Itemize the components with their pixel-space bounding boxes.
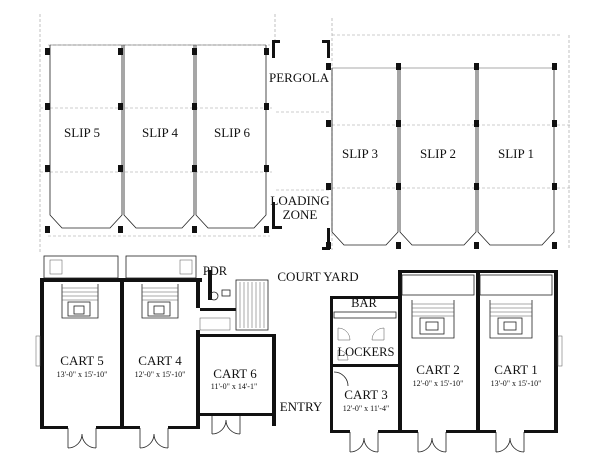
slip-1-outline: [477, 68, 555, 246]
slip-labels: SLIP 5 SLIP 4 SLIP 6 SLIP 3 SLIP 2 SLIP …: [64, 125, 534, 161]
cart-label: CART 4: [138, 353, 182, 368]
cart-label: CART 1: [494, 362, 537, 377]
lockers-label: LOCKERS: [338, 345, 395, 359]
left-building: [35, 255, 276, 449]
cart-size: 12'-0" x 15'-10": [413, 379, 464, 388]
court-yard-label: COURT YARD: [277, 269, 358, 284]
cart-size: 13'-0" x 15'-10": [491, 379, 542, 388]
slip-label: SLIP 3: [342, 146, 378, 161]
cart-labels: CART 5 13'-0" x 15'-10" CART 4 12'-0" x …: [57, 353, 542, 413]
cart-label: CART 2: [416, 362, 459, 377]
entry-label: ENTRY: [280, 399, 323, 414]
pdr-label: PDR: [203, 264, 228, 278]
slip-6-outline: [195, 45, 267, 229]
slip-label: SLIP 5: [64, 125, 100, 140]
loading-zone-label-line2: ZONE: [283, 207, 318, 222]
slip-3-outline: [331, 68, 399, 246]
slip-2-outline: [399, 68, 477, 246]
slip-label: SLIP 6: [214, 125, 250, 140]
slip-label: SLIP 2: [420, 146, 456, 161]
cart-size: 12'-0" x 15'-10": [135, 370, 186, 379]
bar-label: BAR: [351, 296, 377, 310]
cart-size: 12'-0" x 11'-4": [343, 404, 389, 413]
slip-5-outline: [49, 45, 123, 229]
piles: [45, 40, 557, 250]
cart-size: 13'-0" x 15'-10": [57, 370, 108, 379]
slip-4-outline: [123, 45, 195, 229]
slip-label: SLIP 4: [142, 125, 178, 140]
cart-label: CART 5: [60, 353, 103, 368]
zone-labels: PERGOLA LOADING ZONE COURT YARD ENTRY PD…: [203, 70, 395, 414]
cart-label: CART 6: [213, 366, 257, 381]
loading-zone-label-line1: LOADING: [270, 193, 329, 208]
cart-label: CART 3: [344, 387, 387, 402]
slip-label: SLIP 1: [498, 146, 534, 161]
pergola-label: PERGOLA: [269, 70, 330, 85]
cart-size: 11'-0" x 14'-1": [211, 382, 257, 391]
right-building: [330, 270, 563, 453]
slip-group-left: [49, 44, 267, 229]
slip-group-right: [331, 67, 555, 246]
